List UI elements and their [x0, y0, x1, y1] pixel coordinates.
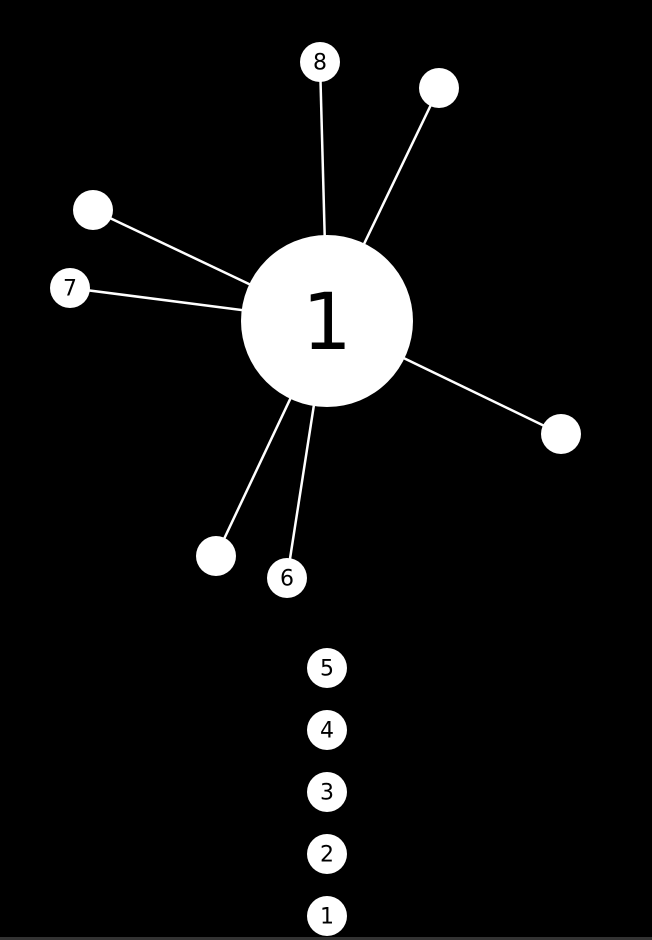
stuck-pin	[541, 414, 581, 454]
queue-pin-number: 3	[320, 781, 334, 806]
queue-pin-number: 4	[320, 719, 334, 744]
queue-pin-number: 1	[320, 905, 334, 930]
queue-pin[interactable]	[307, 834, 347, 874]
queue-pin[interactable]	[307, 896, 347, 936]
stuck-pin-number: 6	[280, 567, 294, 592]
bottom-edge	[0, 937, 652, 940]
queue-pin[interactable]	[307, 648, 347, 688]
stuck-pin	[419, 68, 459, 108]
stuck-pin	[196, 536, 236, 576]
pin-queue[interactable]: 5 4 3 2 1	[307, 648, 347, 936]
stuck-pin	[50, 268, 90, 308]
core-circle	[241, 235, 413, 407]
level-number: 1	[302, 278, 352, 368]
queue-pin[interactable]	[307, 772, 347, 812]
stuck-pin	[73, 190, 113, 230]
rotating-core: 1	[241, 235, 413, 407]
stuck-pin-number: 7	[63, 277, 77, 302]
stuck-pin	[300, 42, 340, 82]
stuck-pin	[267, 558, 307, 598]
queue-pin-number: 2	[320, 843, 334, 868]
queue-pin[interactable]	[307, 710, 347, 750]
queue-pin-number: 5	[320, 657, 334, 682]
stuck-pin-number: 8	[313, 51, 327, 76]
